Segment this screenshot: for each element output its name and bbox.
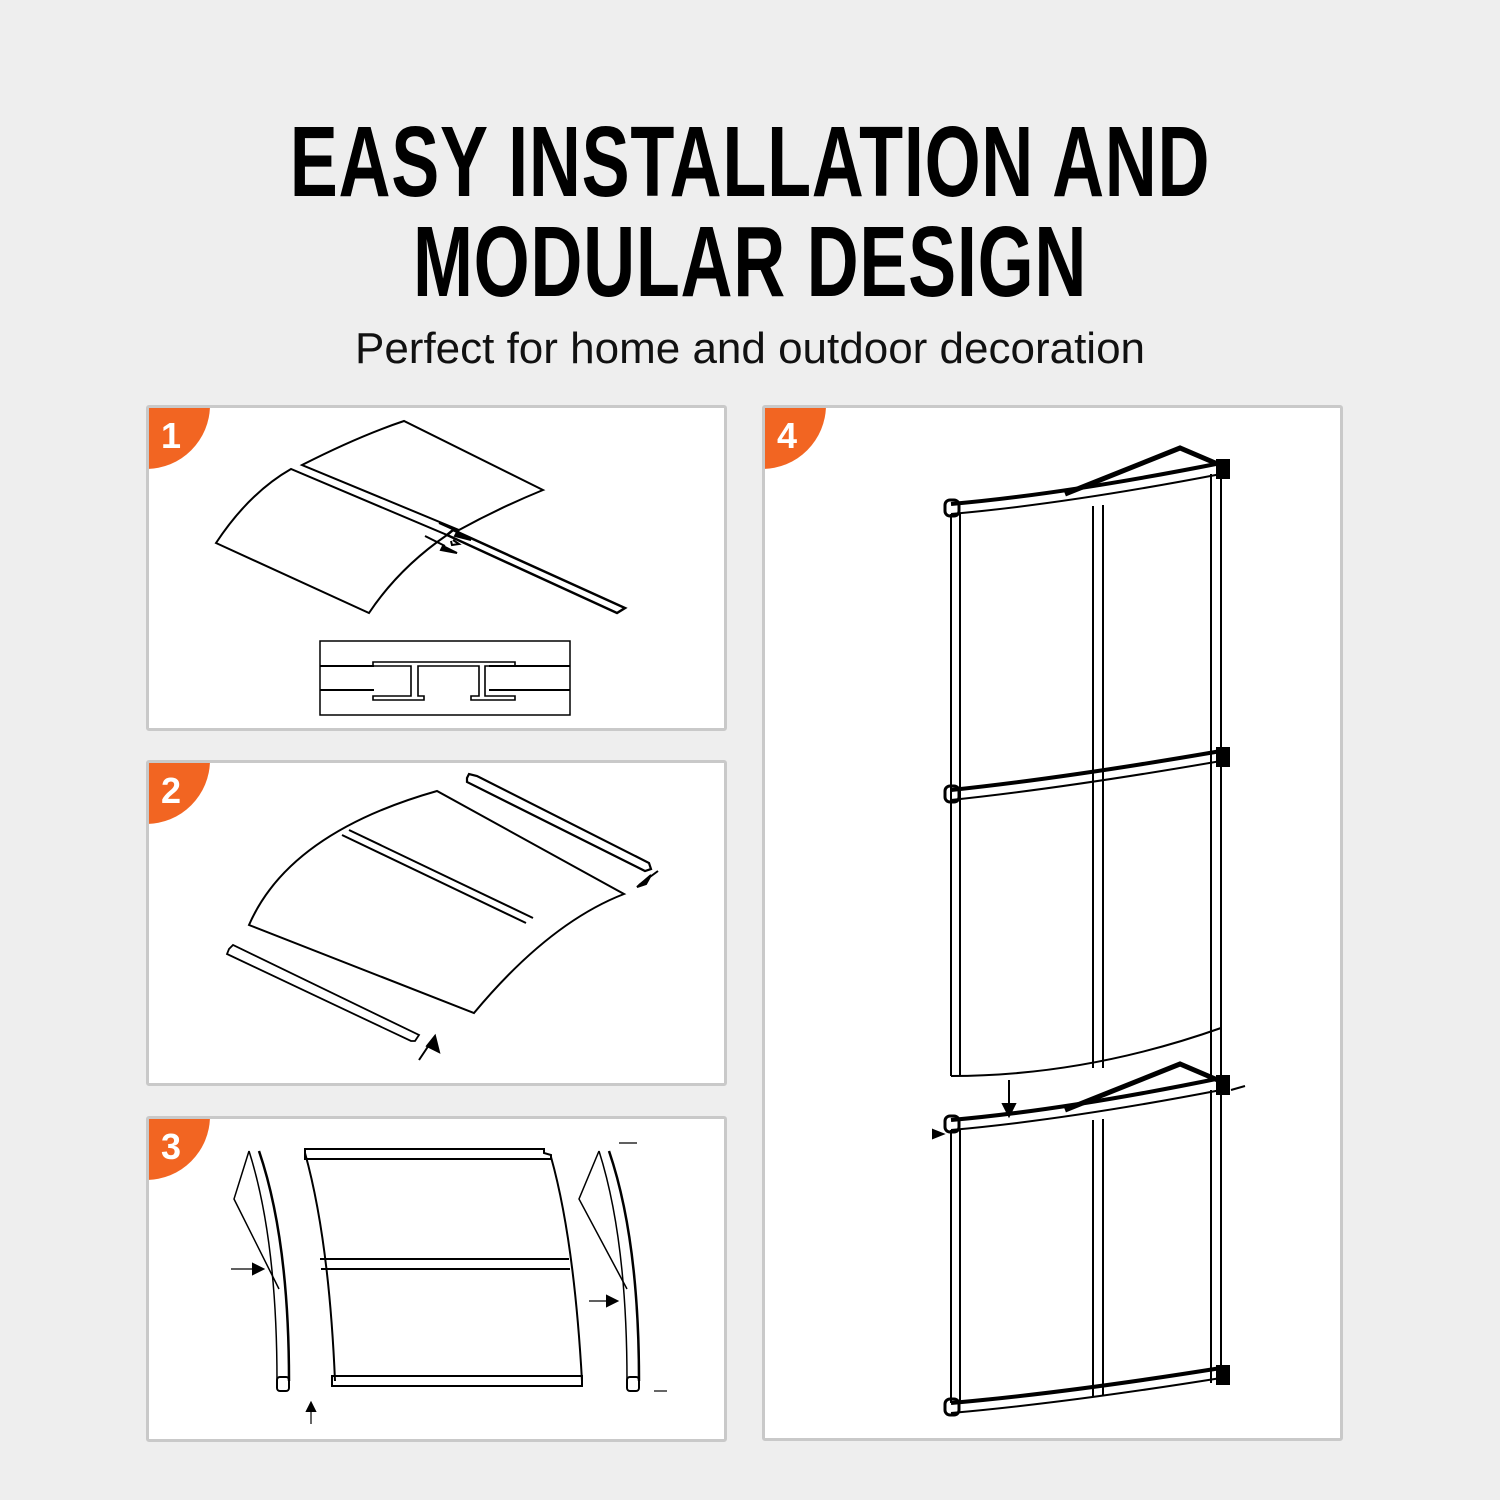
headline-line-2: MODULAR DESIGN xyxy=(412,206,1088,318)
step-2-panel: 2 xyxy=(146,760,727,1086)
panel-joint-illustration xyxy=(214,419,628,716)
step-1-panel: 1 xyxy=(146,405,727,731)
step-4-panel: 4 xyxy=(762,405,1343,1441)
step-3-panel: 3 xyxy=(146,1116,727,1442)
modular-stacking-illustration xyxy=(932,445,1246,1417)
step-4-badge: 4 xyxy=(765,408,826,469)
bracket-mounting-illustration xyxy=(231,1142,667,1424)
headline-line-1: EASY INSTALLATION AND xyxy=(289,106,1211,218)
end-strip-illustration xyxy=(225,772,659,1061)
subtitle: Perfect for home and outdoor decoration xyxy=(354,324,1146,373)
